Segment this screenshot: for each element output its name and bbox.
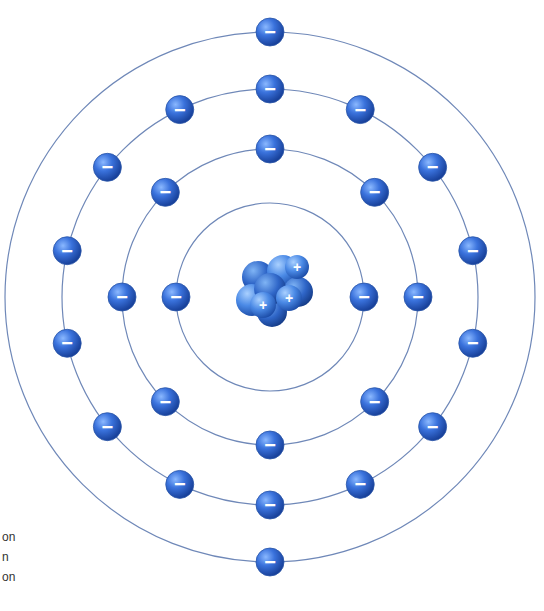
electron-charge: − [174,100,186,120]
electron-charge: − [102,157,114,177]
electron [166,470,194,498]
electron [108,283,136,311]
electron-charge: − [264,435,276,455]
electron [361,178,389,206]
proton-charge: + [293,260,301,274]
electron [404,283,432,311]
electron-charge: − [174,474,186,494]
electron [361,388,389,416]
electron [93,413,121,441]
electron [459,237,487,265]
shell [122,149,418,445]
nucleon [276,285,302,311]
electron-charge: − [170,287,182,307]
electron [256,135,284,163]
proton-charge: + [259,298,267,312]
electron [256,18,284,46]
electron [256,75,284,103]
electron-charge: − [354,474,366,494]
shell [176,203,364,391]
electron-charge: − [427,157,439,177]
nucleon [250,292,276,318]
electron [93,153,121,181]
electron [166,96,194,124]
shell [5,32,535,562]
electron-charge: − [264,552,276,572]
electron [53,329,81,357]
electron-charge: − [61,333,73,353]
electron [256,548,284,576]
electron [256,491,284,519]
electron-charge: − [369,392,381,412]
electron-charge: − [116,287,128,307]
electrons [53,18,487,576]
electron-charge: − [160,392,172,412]
electron-charge: − [427,417,439,437]
electron-charge: − [354,100,366,120]
electron-charge: − [264,139,276,159]
electron-charge: − [61,241,73,261]
legend-fragment: on [2,571,15,583]
proton-charge: + [285,291,293,305]
electron [419,153,447,181]
electron [256,431,284,459]
electron-charge: − [160,182,172,202]
electron [346,96,374,124]
electron-charge: − [358,287,370,307]
electron-charge: − [264,495,276,515]
electron [151,178,179,206]
electron-charge: − [412,287,424,307]
electron [346,470,374,498]
legend-fragment: n [2,551,9,563]
legend-fragment: on [2,531,15,543]
electron [459,329,487,357]
electron-charge: − [467,333,479,353]
electron-charge: − [467,241,479,261]
electron-charge: − [369,182,381,202]
shell [62,89,478,505]
electron-charge: − [264,79,276,99]
nucleon [285,255,309,279]
electron-shells [5,32,535,562]
electron [151,388,179,416]
electron [350,283,378,311]
electron-charge: − [102,417,114,437]
electron [53,237,81,265]
electron [162,283,190,311]
electron-charge: − [264,22,276,42]
electron [419,413,447,441]
nucleus [236,255,313,327]
